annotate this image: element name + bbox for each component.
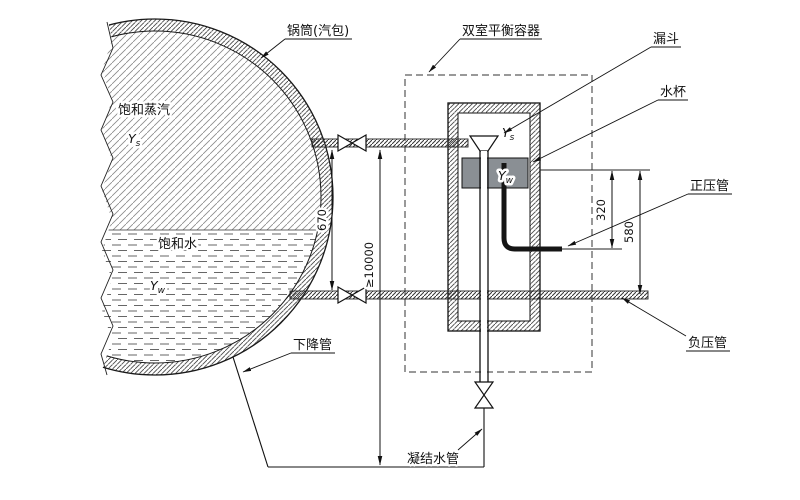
- dimension-text: 670: [315, 209, 329, 231]
- cup-water-symbol: Yw: [498, 168, 514, 186]
- callout-text: 负压管: [688, 336, 727, 351]
- callout-balance-vessel: 双室平衡容器: [428, 23, 542, 73]
- dimension-580: 580: [620, 170, 643, 295]
- saturated-water-label: 饱和水: [158, 237, 197, 252]
- leader-line: [567, 193, 689, 247]
- valve-right-wedge: [350, 133, 367, 153]
- dashed-enclosure: [404, 74, 593, 373]
- lower-pipe-valve: [337, 285, 367, 305]
- water-cup: [461, 157, 529, 189]
- drain-valve: [473, 381, 495, 409]
- positive-pressure-pipe: [501, 163, 562, 252]
- leader-line: [532, 99, 659, 163]
- central-tube-bore: [481, 151, 487, 382]
- callout-water-cup: 水杯: [532, 85, 688, 163]
- leader-line: [242, 352, 292, 373]
- callout-drum: 锅筒(汽包): [260, 23, 352, 59]
- steam-subscript: s: [136, 139, 141, 149]
- callout-text: 双室平衡容器: [462, 23, 540, 39]
- callout-condensate-pipe: 凝结水管: [405, 428, 483, 470]
- leader-line: [621, 297, 687, 337]
- water-subscript: w: [506, 176, 514, 186]
- valve-bottom-wedge: [473, 393, 495, 409]
- leader-line: [428, 38, 461, 73]
- callout-text: 锅筒(汽包): [287, 23, 349, 39]
- boiler-drum: [102, 18, 334, 376]
- vessel-outer-wall: [447, 102, 541, 332]
- valve-left-wedge: [337, 285, 354, 305]
- dimension-10000: ≥10000: [360, 149, 383, 466]
- callout-text: 正压管: [690, 179, 729, 194]
- valve-top-wedge: [473, 381, 495, 397]
- leader-line: [260, 38, 286, 59]
- upper-pipe-valve: [337, 133, 367, 153]
- water-subscript: w: [158, 286, 166, 296]
- saturated-steam-label: 饱和蒸汽: [118, 103, 170, 118]
- drum-inner-wall: [102, 30, 322, 364]
- drum-water-symbol: Yw: [150, 278, 166, 296]
- leader-line: [457, 428, 483, 451]
- callout-text: 凝结水管: [407, 451, 459, 467]
- dimension-320: 320: [592, 170, 615, 249]
- dimension-text: ≥10000: [362, 242, 376, 288]
- steam-region: [102, 31, 321, 230]
- valve-left-wedge: [337, 133, 354, 153]
- upper-steam-pipe: [311, 138, 469, 148]
- dimension-text: 320: [594, 199, 608, 221]
- dimension-670: 670: [313, 149, 335, 291]
- valve-right-wedge: [350, 285, 367, 305]
- steam-subscript: s: [510, 133, 515, 143]
- vessel-inner-wall: [457, 112, 531, 322]
- drum-break-line: [100, 21, 114, 376]
- callout-negative-pressure-pipe: 负压管: [621, 297, 730, 352]
- callout-text: 漏斗: [653, 31, 679, 47]
- callout-text: 下降管: [293, 338, 332, 353]
- leader-line: [503, 46, 652, 134]
- callout-positive-pressure-pipe: 正压管: [567, 179, 732, 247]
- vessel-wall-hatch: [448, 103, 540, 331]
- downcomer-line: [232, 356, 269, 468]
- lower-negative-pressure-pipe: [289, 290, 649, 300]
- callout-text: 水杯: [660, 85, 686, 100]
- callout-downcomer: 下降管: [242, 338, 335, 373]
- dimension-text: 580: [622, 221, 636, 243]
- callout-funnel: 漏斗: [503, 31, 681, 134]
